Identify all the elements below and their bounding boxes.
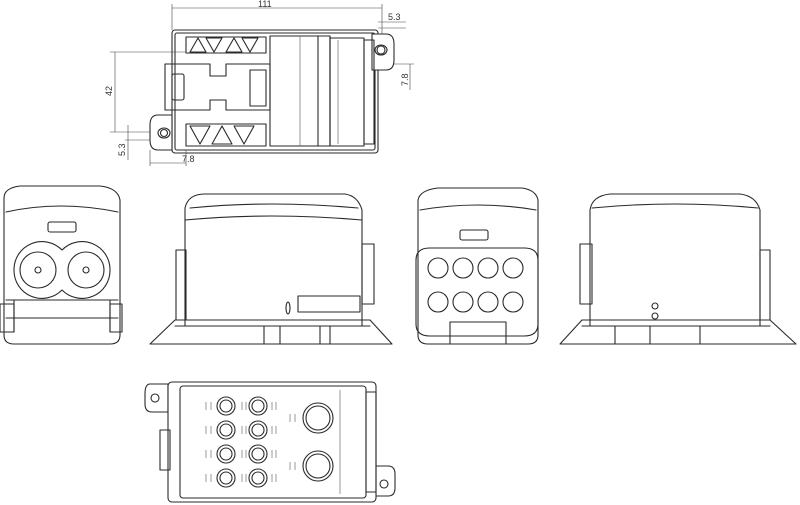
side-view-right	[559, 193, 797, 345]
dimension-tab-offset-left: 5.3	[117, 143, 127, 156]
front-view-multi	[415, 187, 539, 345]
side-view-left	[149, 193, 393, 345]
top-view	[110, 4, 414, 166]
front-view	[0, 185, 123, 345]
dimension-overall-height: 42	[104, 86, 114, 96]
bottom-view	[144, 381, 396, 503]
dimension-overall-width: 111	[258, 0, 272, 9]
dimension-tab-offset-top: 5.3	[388, 12, 401, 22]
dimension-tab-height-right: 7.8	[400, 73, 410, 86]
small-entries-left	[205, 396, 277, 488]
dimension-tab-width-bottom: 7.8	[182, 154, 195, 164]
